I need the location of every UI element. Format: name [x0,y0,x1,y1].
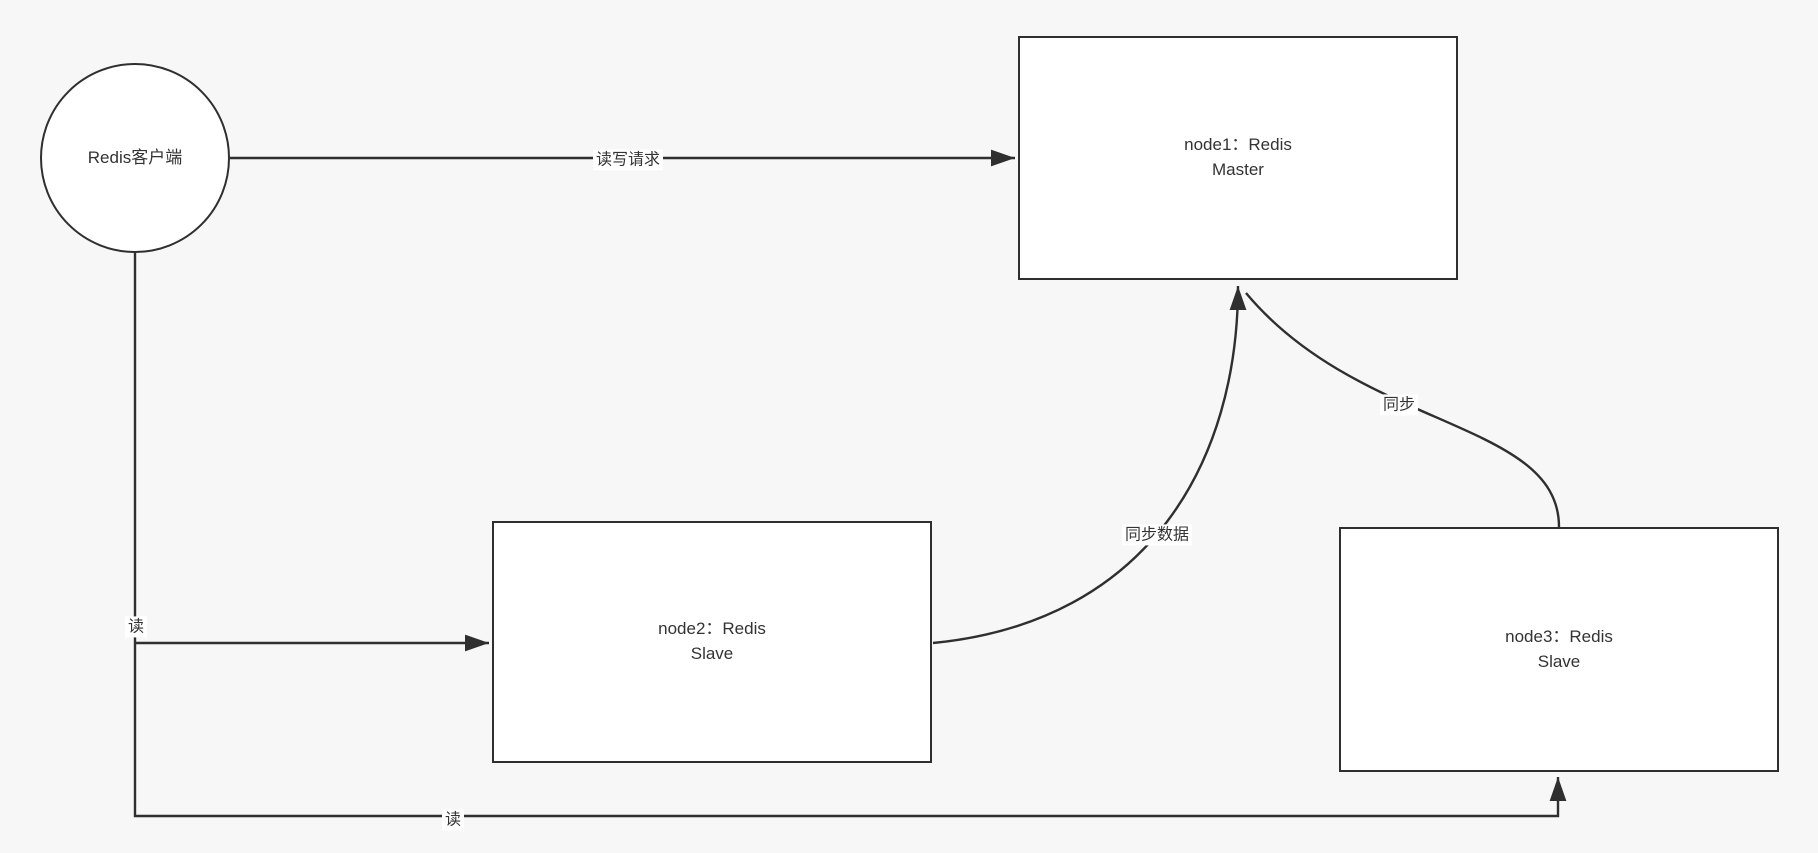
edge-label-read-node2: 读 [124,616,148,638]
edge-label-read-node3: 读 [441,809,465,831]
edge-label-read-write: 读写请求 [592,149,664,171]
node-redis-slave-2[interactable]: node2：Redis Slave [492,521,932,763]
node3-label-line2: Slave [1537,651,1581,671]
node-redis-master[interactable]: node1：Redis Master [1018,36,1458,280]
edge-sync-node2-to-node1[interactable] [932,285,1247,645]
node-redis-client[interactable]: Redis客户端 [40,63,230,253]
node1-label-line2: Master [1212,160,1264,179]
edge-read-node3[interactable] [133,253,1567,818]
node1-label-line1: node1：Redis [1184,135,1292,155]
edge-label-sync-data: 同步数据 [1121,524,1193,546]
node2-label-line1: node2：Redis [658,619,766,639]
node2-label-line2: Slave [690,644,734,663]
edge-label-sync: 同步 [1379,394,1419,416]
node-redis-slave-3[interactable]: node3：Redis Slave [1339,527,1779,772]
edge-sync-node3-to-node1[interactable] [1245,292,1561,528]
node3-label-line1: node3：Redis [1505,626,1613,646]
node-redis-client-label: Redis客户端 [87,147,183,167]
